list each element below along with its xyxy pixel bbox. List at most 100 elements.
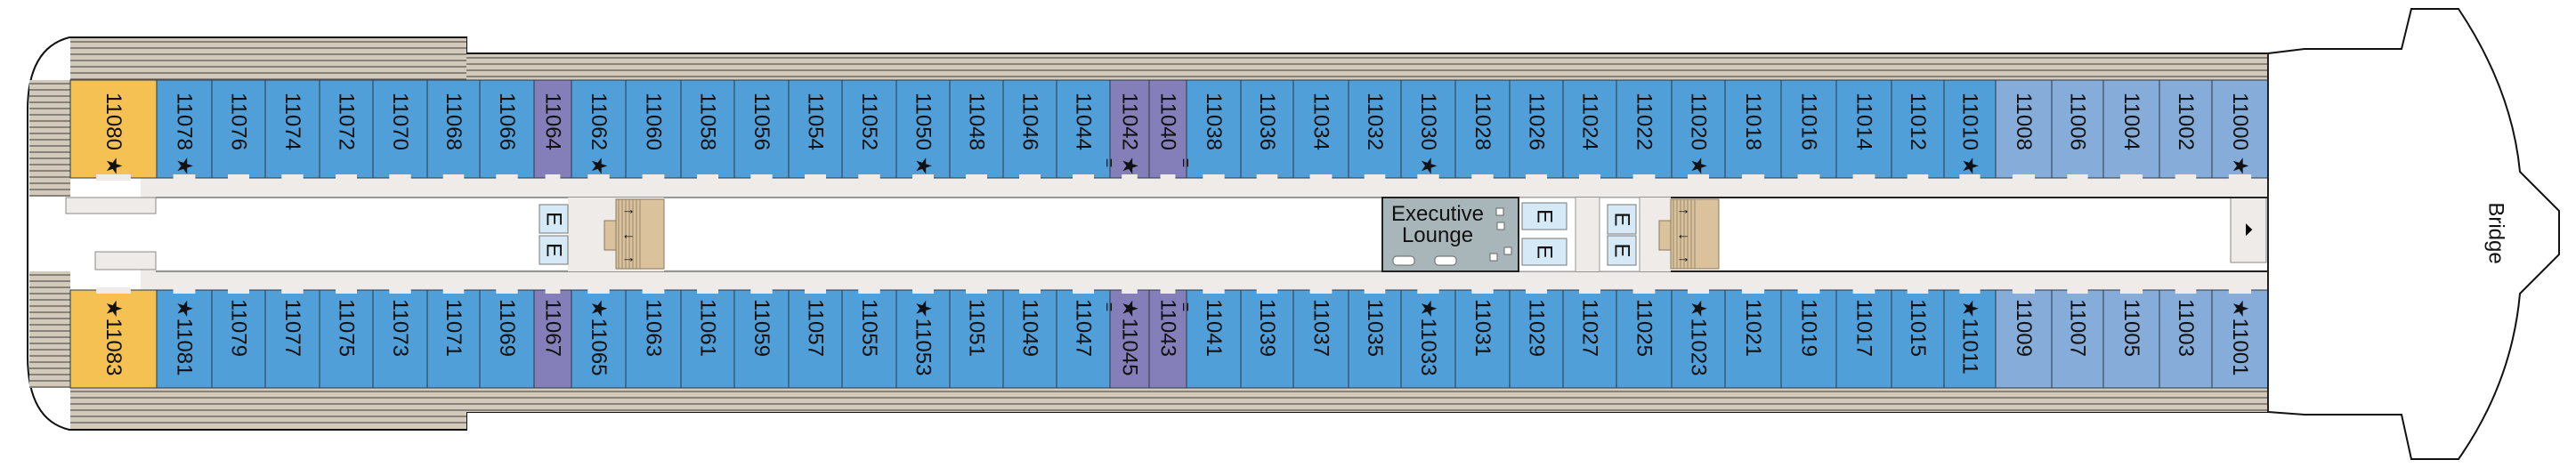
cabin-number: 11025 [1632,299,1657,357]
deck-stern-side-lower [29,271,70,388]
cabin-11065: ★11065 [571,287,627,389]
cabin-11027: 11027 [1562,287,1617,389]
cabin-door-recess [1019,174,1041,181]
cabin-11063: 11063 [625,287,682,389]
elevator-label: E [542,243,566,257]
cabin-door-recess [697,287,718,294]
cabin-11052: 11052 [841,79,897,181]
cabin-door-recess [1203,287,1225,294]
cabin-11060: 11060 [625,79,682,181]
cabin-number: 11052 [857,93,881,150]
cabin-door-recess [1526,174,1547,181]
cabin-number: 11071 [441,299,466,357]
cabin-11034: 11034 [1292,79,1349,181]
cabin-number: 11040 [1156,93,1180,150]
cabin-11001: ★11001 [2211,287,2269,389]
cabin-11057: 11057 [788,287,843,389]
cabin-number: 11044 [1072,93,1096,150]
elevator-box [1607,235,1637,266]
cabin-door-recess [2175,287,2197,294]
cabin-door-recess [1160,287,1176,294]
stair-landing [1658,220,1672,251]
connecting-door-mark: = [1100,158,1118,168]
cabin-number: 11006 [2066,93,2090,150]
cabin-number: 11010 ★ [1958,93,1982,175]
lounge-sofa-icon [1392,255,1415,266]
cabin-number: 11079 [227,299,251,357]
cabin-shape [1562,289,1617,389]
stairs-forward: →←→ [1658,198,1720,270]
cabin-11077: 11077 [264,287,320,389]
cabin-11073: 11073 [372,287,428,389]
cabin-11038: 11038 [1186,79,1242,181]
cabin-number: ★11033 [1416,299,1440,375]
cabin-shape [69,289,158,389]
cabin-door-recess [2067,174,2088,181]
cabin-door-recess [805,287,826,294]
cabin-door-recess [96,287,131,294]
cabin-number: 11078 ★ [173,93,197,175]
cabin-door-recess [496,287,518,294]
cabin-number: 11000 ★ [2228,93,2252,175]
lounge-label: Lounge [1402,223,1473,247]
cabin-11050: 11050 ★ [895,79,951,181]
cabin-door-recess [1632,174,1656,181]
cabin-11070: 11070 [372,79,428,181]
cabin-number: 11068 [441,93,466,150]
cabin-11002: 11002 [2159,79,2213,181]
cabin-shape [1724,79,1782,179]
cabin-number: 11024 [1578,93,1602,150]
elevator-box [1521,202,1567,230]
cabin-number: 11036 [1255,93,1279,150]
cabin-11048: 11048 [949,79,1004,181]
cabin-door-recess [1797,287,1820,294]
cabin-11029: 11029 [1509,287,1564,389]
cabin-number: 11077 [280,299,304,357]
cabin-11031: 11031 [1454,287,1511,389]
cabin-11025: 11025 [1616,287,1673,389]
cabin-number: 11042 ★ [1118,93,1142,175]
cabin-shape [1724,289,1782,389]
cabin-number: 11043 [1156,299,1180,357]
cabin-number: 11066 [495,93,519,150]
cabin-door-recess [173,287,196,294]
cabin-shape [319,79,374,179]
cabin-11083: ★11083 [69,287,158,389]
cabin-number: 11003 [2174,299,2198,357]
cabin-11041: 11041 [1186,287,1242,389]
cabin-number: 11026 [1525,93,1549,150]
cabin-number: 11072 [335,93,359,150]
cabin-number: 11002 [2174,93,2198,150]
cabin-number: 11004 [2119,93,2143,150]
cabin-11005: 11005 [2102,287,2160,389]
cabin-door-recess [1203,174,1225,181]
cabin-door-recess [2228,287,2252,294]
cabin-11030: 11030 ★ [1400,79,1456,181]
cabin-shape [1562,79,1617,179]
cabin-door-recess [1632,287,1656,294]
cabin-11020: 11020 ★ [1671,79,1726,181]
cabin-door-recess [1256,287,1278,294]
cabin-door-recess [1309,174,1333,181]
cabin-11024: 11024 [1562,79,1617,181]
cabin-shape [680,289,735,389]
cabin-shape [1943,289,1997,389]
cabin-11045: ★11045 [1109,287,1150,389]
cabin-11043: 11043 [1148,287,1187,389]
cabin-door-recess [2175,174,2197,181]
cabin-number: 11022 [1632,93,1657,150]
cabin-11019: 11019 [1780,287,1837,389]
cabin-number: 11057 [804,299,828,357]
cabin-door-recess [1122,174,1138,181]
connecting-door-mark: = [1177,158,1195,168]
cabin-number: ★11081 [173,299,197,375]
cabin-11061: 11061 [680,287,735,389]
cabin-number: 11058 [696,93,720,150]
stair-arrow-icon: → [1676,251,1690,266]
cabin-11039: 11039 [1240,287,1294,389]
cabin-shape [1943,79,1997,179]
cabin-number: 11049 [1018,299,1042,357]
cabin-number: 11015 [1906,299,1930,357]
elevator: E [1607,235,1637,266]
